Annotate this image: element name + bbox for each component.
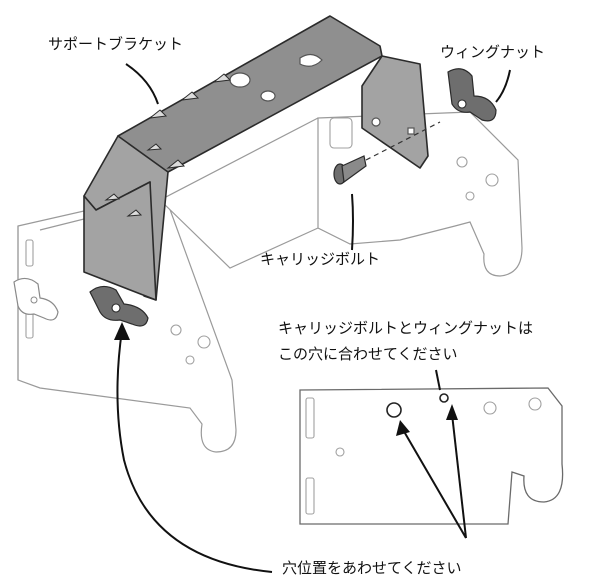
detail-plate	[299, 387, 564, 525]
label-carriage-bolt: キャリッジボルト	[260, 250, 380, 268]
wing-nut-left	[13, 277, 59, 321]
back-mounting-plate	[317, 111, 523, 277]
wing-nut-front	[89, 285, 149, 327]
leader-lines	[114, 63, 511, 573]
note-line-1: キャリッジボルトとウィングナットは	[278, 319, 533, 337]
support-bracket	[83, 15, 429, 301]
carriage-bolt	[333, 121, 441, 185]
label-align-holes: 穴位置をあわせてください	[282, 559, 462, 577]
label-wing-nut: ウィングナット	[440, 43, 545, 61]
wing-nut-top	[447, 68, 497, 122]
note-line-2: この穴に合わせてください	[278, 345, 458, 363]
label-support-bracket: サポートブラケット	[48, 35, 183, 53]
